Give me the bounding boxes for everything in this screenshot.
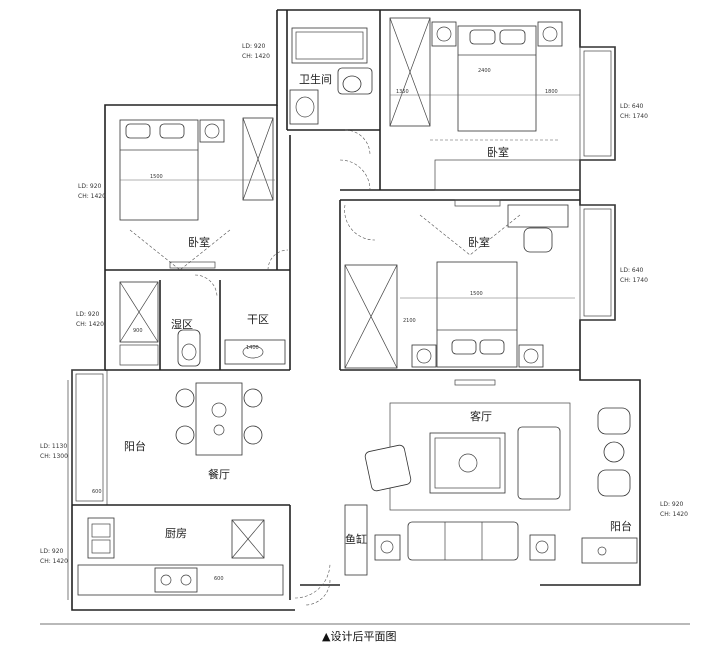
window-label-ch: CH: 1420 [242,53,270,60]
window-label-ch: CH: 1420 [76,321,104,328]
dining-furniture: 餐厅 阳台 [124,382,263,481]
dimension-label: 600 [214,576,224,582]
fish-tank-label: 鱼缸 [345,532,367,546]
window-label-ch: CH: 1740 [620,277,648,284]
dimension-label: 1400 [246,345,259,351]
door-swings [194,129,376,606]
window-label-ch: CH: 1420 [78,193,106,200]
balcony-right-label: 阳台 [610,519,632,533]
outer-walls [67,9,641,611]
living-furniture: 客厅 [364,379,571,561]
bathroom-fixtures: 卫生间 [289,17,431,127]
dimension-labels: 1500 2400 1800 1350 1500 2100 900 600 14… [92,68,558,582]
dimension-label: 1500 [470,291,483,297]
wet-area-label: 湿区 [171,318,193,331]
window-label-ld: LD: 920 [40,548,64,555]
middle-bedroom-label: 卧室 [468,235,490,249]
dimension-label: 2100 [403,318,416,324]
plan-caption: ▲设计后平面图 [322,630,396,643]
window-label-ch: CH: 1300 [40,453,68,460]
middle-bedroom-furniture: 卧室 [344,199,575,369]
living-label: 客厅 [470,409,492,423]
window-label-ld: LD: 920 [660,501,684,508]
window-label-ld: LD: 640 [620,267,644,274]
window-label-ld: LD: 640 [620,103,644,110]
window-label-ld: LD: 920 [76,311,100,318]
window-label-ch: CH: 1740 [620,113,648,120]
wet-dry-area: 湿区 干区 [119,281,286,367]
left-bedroom-label: 卧室 [188,235,210,249]
dining-label: 餐厅 [208,467,230,481]
dimension-label: 600 [92,489,102,495]
window-label-ch: CH: 1420 [40,558,68,565]
dimension-label: 1800 [545,89,558,95]
kitchen-label: 厨房 [165,527,187,540]
window-label-ld: LD: 920 [78,183,102,190]
dimension-label: 900 [133,328,143,334]
master-bedroom-furniture: 卧室 [390,21,581,191]
interior-walls [72,10,580,600]
balcony-left-label: 阳台 [124,439,146,453]
master-bedroom-label: 卧室 [487,145,509,159]
window-annotations: LD: 920 CH: 1420 LD: 640 CH: 1740 LD: 92… [40,43,688,565]
right-balcony-furniture: 阳台 [581,407,638,564]
window-label-ch: CH: 1420 [660,511,688,518]
dimension-label: 2400 [478,68,491,74]
dimension-label: 1350 [396,89,409,95]
left-bedroom-furniture: 卧室 [119,117,275,271]
window-label-ld: LD: 920 [242,43,266,50]
fish-tank: 鱼缸 [344,504,368,576]
dry-area-label: 干区 [247,313,269,326]
dimension-label: 1500 [150,174,163,180]
window-label-ld: LD: 1130 [40,443,67,450]
bathroom-label: 卫生间 [299,72,332,86]
kitchen-fixtures: 厨房 [77,517,331,599]
